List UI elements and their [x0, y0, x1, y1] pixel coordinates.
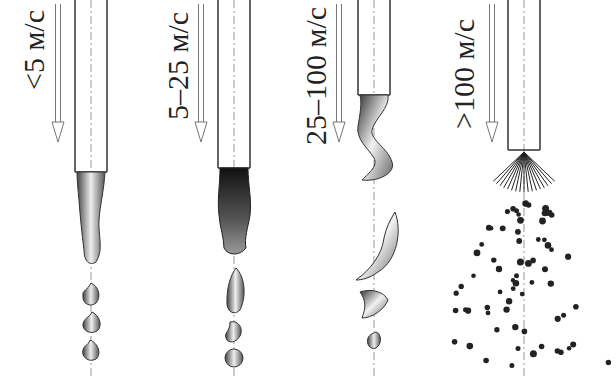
speed-label: 25–100 м/с: [301, 7, 331, 145]
speed-label: <5 м/с: [19, 10, 49, 90]
speed-label: >100 м/с: [449, 19, 479, 129]
speed-label: 5–25 м/с: [163, 12, 193, 120]
